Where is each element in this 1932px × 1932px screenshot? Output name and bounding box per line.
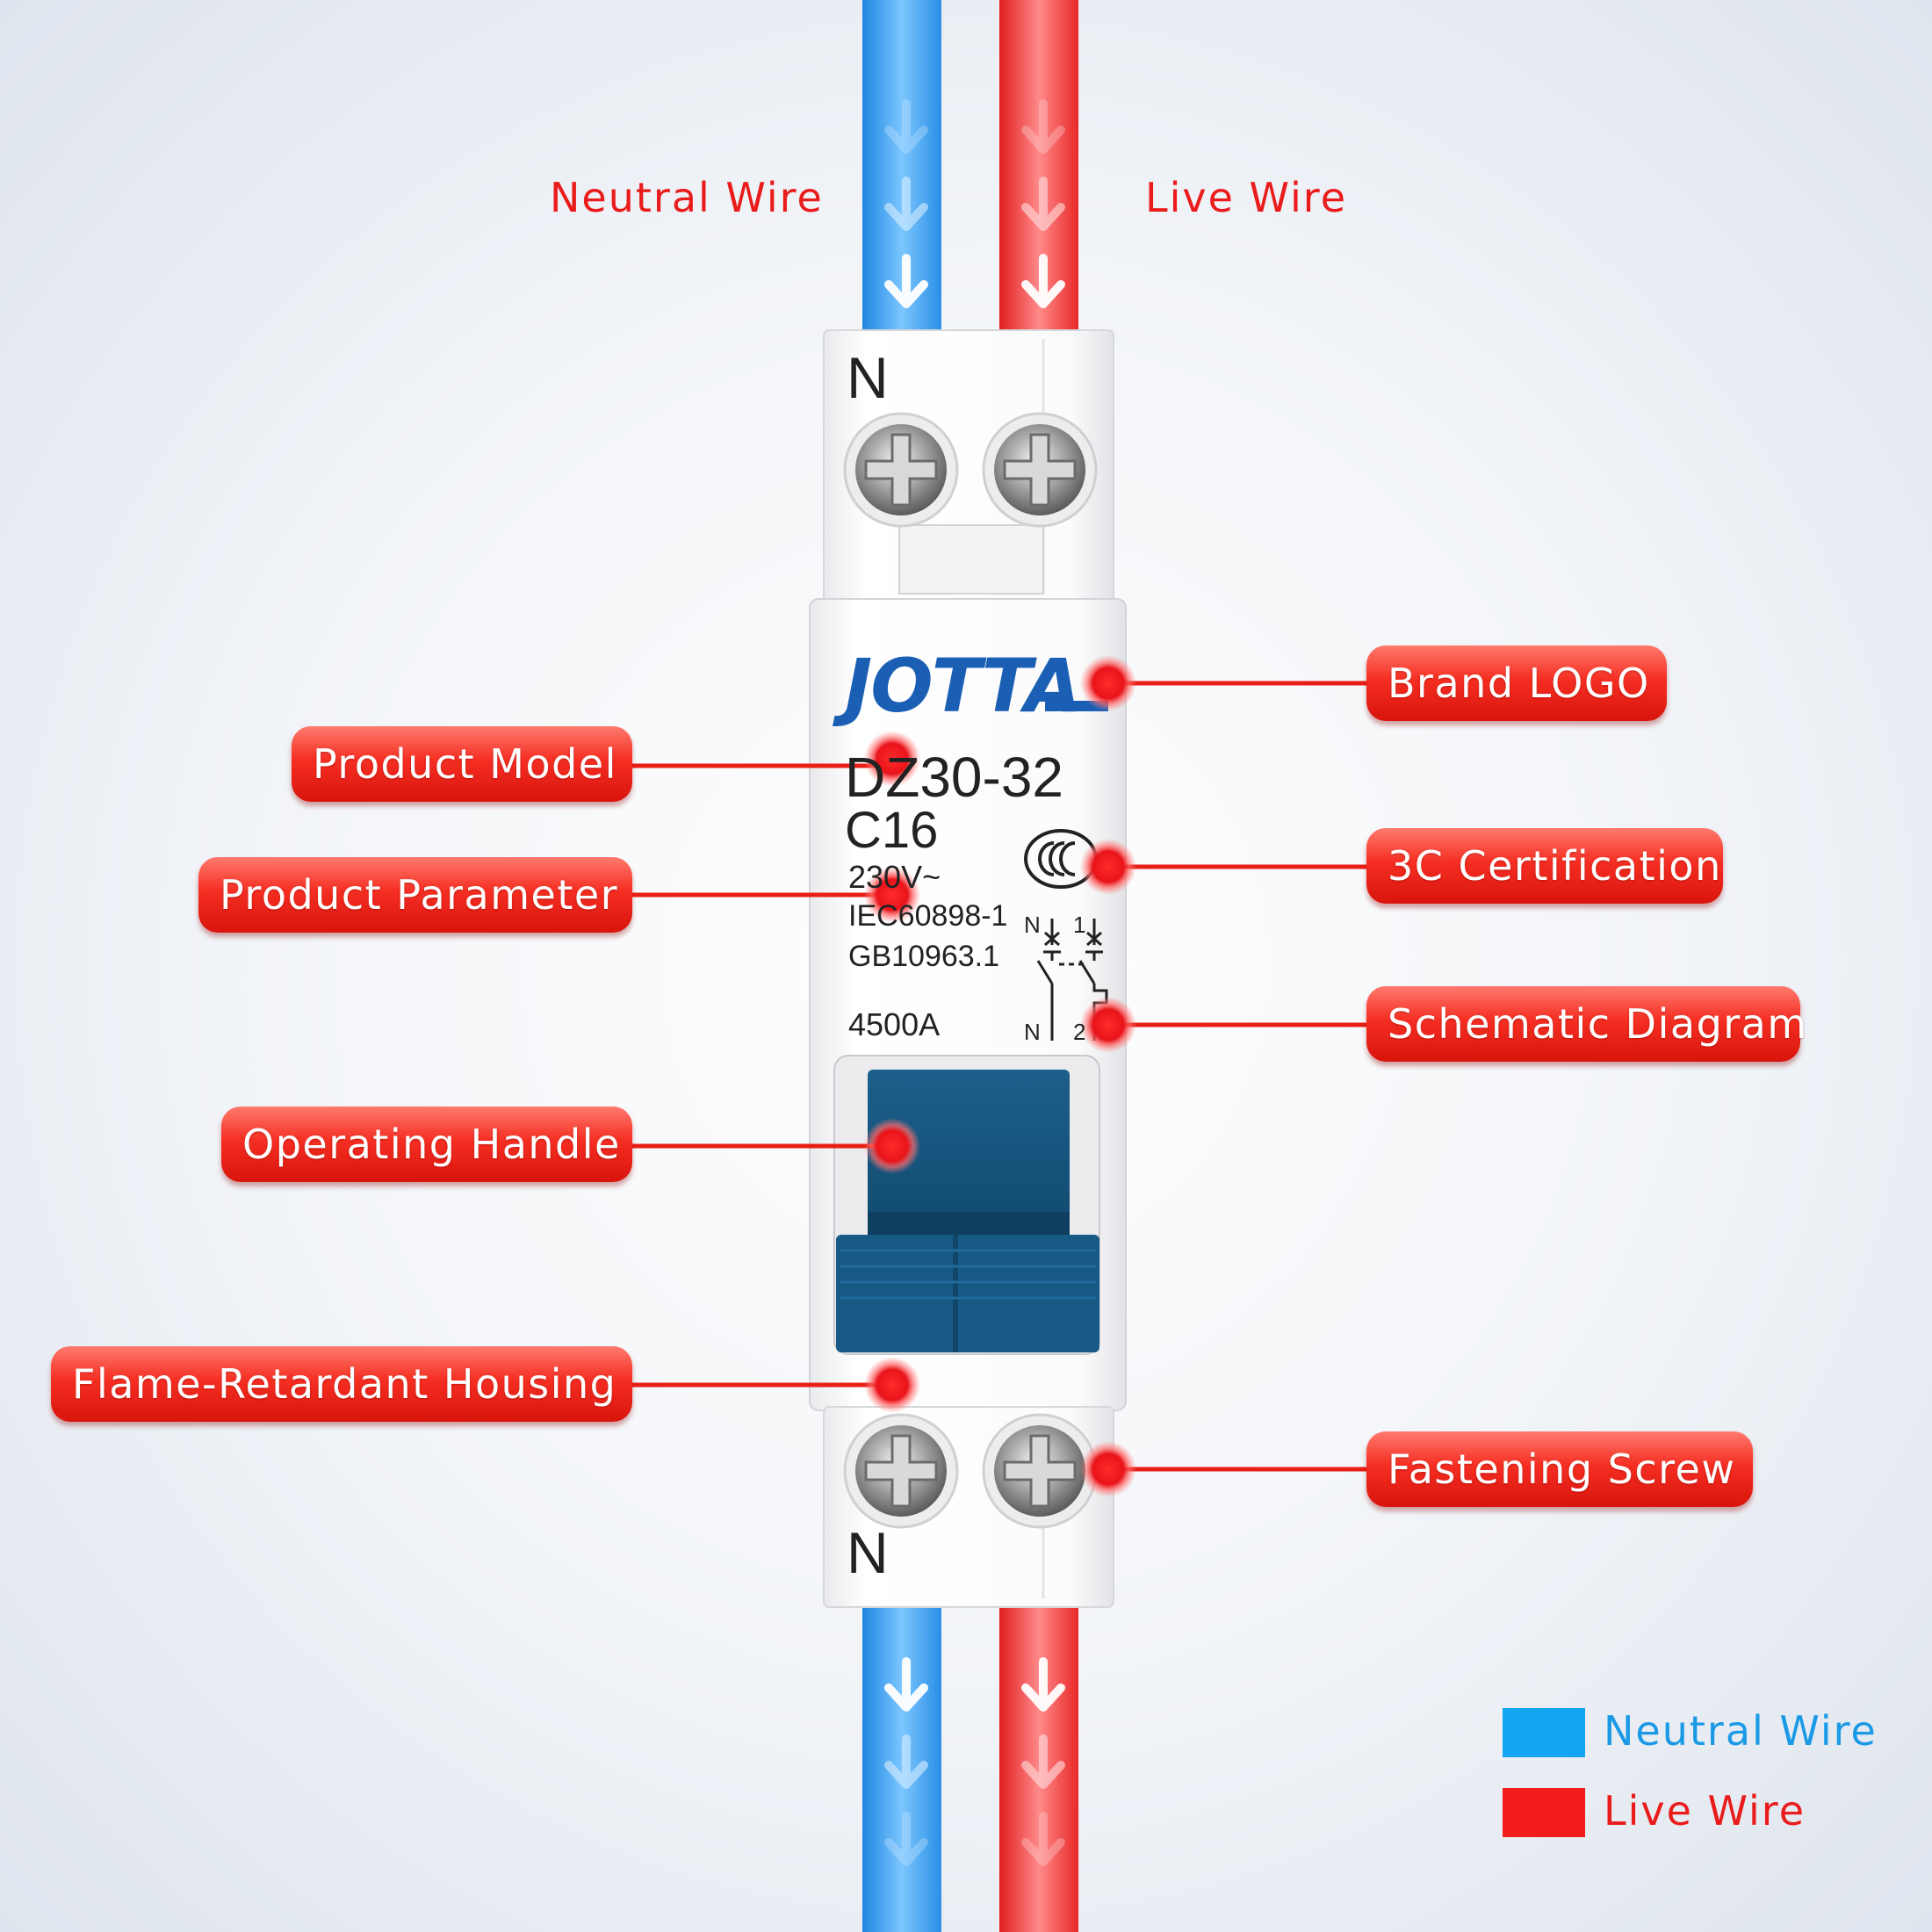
callout-3c-certification: 3C Certification: [1366, 828, 1723, 904]
legend-swatch-live: [1503, 1788, 1585, 1837]
product-standard-1: IEC60898-1: [848, 899, 1008, 933]
neutral-wire-label: Neutral Wire: [550, 174, 824, 221]
callout-leaders: [631, 681, 1370, 1472]
product-voltage: 230V~: [848, 859, 941, 895]
schematic-label-n-top: N: [1024, 912, 1041, 938]
callout-operating-handle: Operating Handle: [221, 1107, 632, 1182]
callout-brand-logo: Brand LOGO: [1366, 645, 1667, 721]
legend-swatch-neutral: [1503, 1708, 1585, 1757]
schematic-label-n-bottom: N: [1024, 1019, 1041, 1045]
product-rating: C16: [845, 802, 939, 859]
schematic-label-2: 2: [1073, 1019, 1086, 1045]
callout-flame-retardant-housing: Flame-Retardant Housing: [51, 1346, 632, 1422]
breaking-capacity: 4500A: [848, 1006, 941, 1042]
cross-screw-icon: [843, 412, 1098, 1529]
brand-logo: JOTTA: [845, 643, 1082, 729]
callout-dots: [864, 655, 1136, 1497]
product-model: DZ30-32: [845, 746, 1063, 809]
live-wire-label: Live Wire: [1145, 174, 1348, 221]
terminal-label-top: N: [847, 345, 889, 410]
legend-label-live: Live Wire: [1604, 1787, 1806, 1835]
callout-fastening-screw: Fastening Screw: [1366, 1431, 1753, 1507]
legend-label-neutral: Neutral Wire: [1604, 1707, 1878, 1755]
product-standard-2: GB10963.1: [848, 940, 1000, 973]
callout-product-parameter: Product Parameter: [198, 857, 632, 933]
terminal-label-bottom: N: [847, 1520, 889, 1585]
callout-schematic-diagram: Schematic Diagram: [1366, 986, 1806, 1062]
callout-product-model: Product Model: [292, 726, 632, 802]
down-arrow-icon: [884, 99, 1065, 1866]
schematic-label-1: 1: [1073, 912, 1086, 938]
operating-handle[interactable]: [833, 1055, 1100, 1355]
